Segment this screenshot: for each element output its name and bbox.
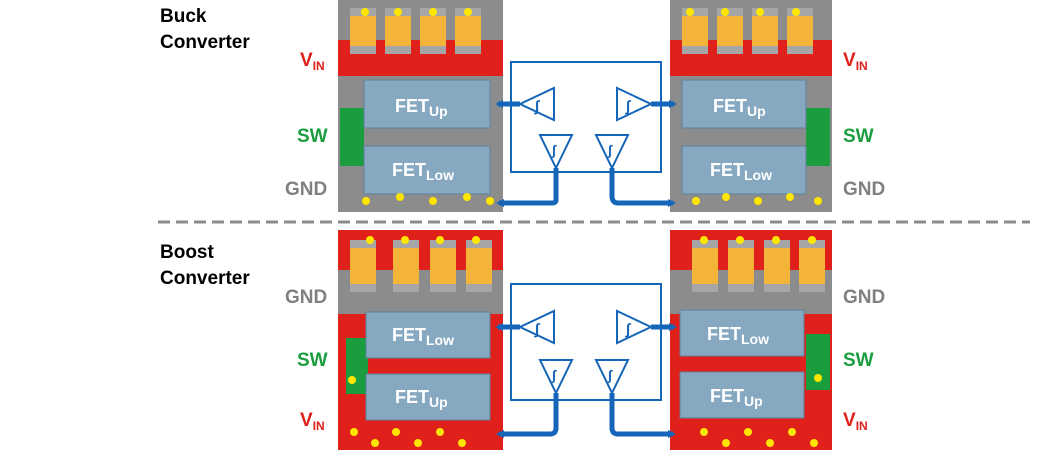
boost-right-fet-low — [679, 309, 805, 357]
boost-right-vias-top — [700, 236, 816, 244]
buck-right-fet-low-label: FETLow — [710, 160, 772, 183]
buck-right-vin-label: VIN — [843, 50, 868, 73]
boost-driver-right-bottom-icon — [594, 359, 630, 396]
buck-left-fet-low — [363, 145, 491, 195]
buck-driver-left-top-icon — [517, 86, 555, 122]
boost-driver-left-bottom-icon — [538, 359, 574, 396]
buck-driver-right-top-icon — [616, 86, 654, 122]
boost-driver-symbol-2: ∫ — [625, 321, 632, 338]
boost-left-fet-low — [365, 311, 491, 359]
buck-driver-symbol-4: ∫ — [607, 142, 613, 159]
boost-right-gnd-label: GND — [843, 287, 885, 308]
boost-right-fet-up — [679, 371, 805, 419]
buck-left-vin-label: VIN — [300, 50, 325, 73]
buck-right-sw-label: SW — [843, 126, 874, 147]
buck-left-vias-bottom — [362, 193, 494, 205]
boost-left-fet-up — [365, 373, 491, 421]
boost-left-vin-label: VIN — [300, 410, 325, 433]
buck-driver-left-bottom-icon — [538, 134, 574, 171]
boost-title-line1: Boost — [160, 242, 215, 263]
boost-driver-symbol-4: ∫ — [607, 367, 613, 384]
boost-driver-symbol-3: ∫ — [551, 367, 557, 384]
boost-driver-symbol-1: ∫ — [534, 321, 541, 338]
buck-right-vias-bottom — [692, 193, 822, 205]
buck-right-fet-up-label: FETUp — [713, 96, 766, 119]
boost-right-vias-bottom — [700, 374, 822, 447]
buck-left-fet-up — [363, 79, 491, 129]
buck-left-sw-label: SW — [297, 126, 328, 147]
buck-right-vias-top — [686, 8, 800, 16]
boost-gate-driver: ∫ ∫ ∫ ∫ — [495, 283, 677, 438]
buck-driver-symbol-2: ∫ — [625, 98, 632, 115]
boost-right-sw-label: SW — [843, 350, 874, 371]
boost-driver-right-top-icon — [616, 309, 654, 345]
buck-right-board: FETUp FETLow — [670, 0, 832, 212]
buck-driver-symbol-1: ∫ — [534, 98, 541, 115]
boost-left-board: FETLow FETUp — [338, 230, 503, 450]
buck-left-board: FETUp FETLow — [338, 0, 503, 212]
buck-driver-right-bottom-icon — [594, 134, 630, 171]
boost-left-sw-label: SW — [297, 350, 328, 371]
buck-left-fet-up-label: FETUp — [395, 96, 448, 119]
buck-right-fet-up — [681, 79, 807, 129]
buck-driver-symbol-3: ∫ — [551, 142, 557, 159]
boost-left-vias-top — [366, 236, 480, 244]
boost-left-fet-low-label: FETLow — [392, 325, 454, 348]
boost-right-fet-low-label: FETLow — [707, 324, 769, 347]
boost-right-fet-up-label: FETUp — [710, 386, 763, 409]
boost-title-line2: Converter — [160, 268, 250, 289]
buck-left-gnd-label: GND — [285, 179, 327, 200]
boost-right-vin-label: VIN — [843, 410, 868, 433]
buck-title-line1: Buck — [160, 6, 207, 27]
buck-gate-driver: ∫ ∫ ∫ ∫ — [495, 61, 677, 207]
buck-right-fet-low — [681, 145, 807, 195]
boost-left-capacitors — [350, 240, 492, 292]
boost-left-fet-up-label: FETUp — [395, 387, 448, 410]
boost-left-vias-bottom — [348, 376, 466, 447]
boost-right-board: FETLow FETUp — [670, 230, 832, 450]
buck-left-vias-top — [361, 8, 472, 16]
buck-right-gnd-label: GND — [843, 179, 885, 200]
boost-driver-left-top-icon — [517, 309, 555, 345]
buck-left-fet-low-label: FETLow — [392, 160, 454, 183]
buck-title-line2: Converter — [160, 32, 250, 53]
boost-left-gnd-label: GND — [285, 287, 327, 308]
